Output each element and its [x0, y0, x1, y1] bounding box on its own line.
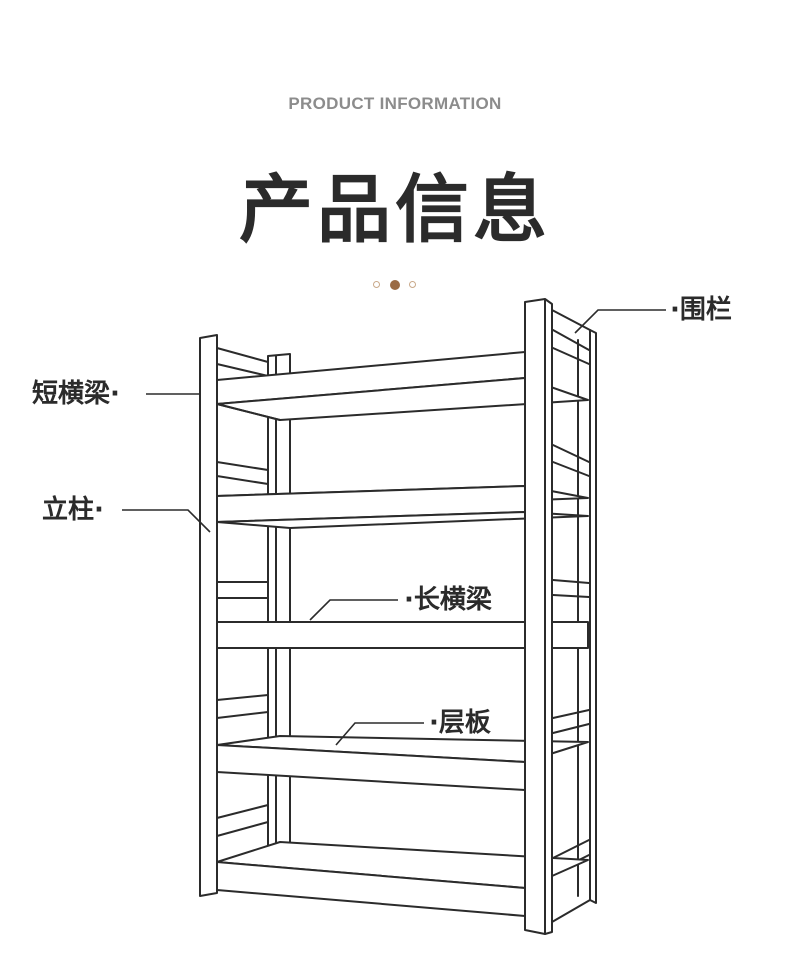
shelf-level-2: [216, 485, 589, 529]
leader-lines: [122, 309, 666, 746]
leader-guardrail: [574, 309, 666, 334]
leader-upright: [122, 509, 211, 533]
label-short-beam: 短横梁·: [32, 379, 120, 409]
label-upright: 立柱·: [42, 495, 104, 525]
label-shelf-board: ·层板: [429, 708, 491, 738]
leader-long-beam: [309, 599, 398, 621]
label-long-beam: ·长横梁: [404, 585, 492, 615]
guardrail-frame: [551, 309, 597, 923]
leader-shelf-board: [335, 722, 424, 746]
pager-dots: [372, 280, 418, 292]
label-guardrail: ·围栏: [670, 295, 732, 325]
pager-dot-1: [373, 281, 380, 288]
front-left-upright: [199, 334, 218, 897]
section-subtitle: PRODUCT INFORMATION: [288, 94, 502, 113]
pager-dot-2-active: [390, 280, 400, 290]
front-right-upright: [524, 298, 553, 935]
section-title: 产品信息: [239, 167, 551, 253]
pager-dot-3: [409, 281, 416, 288]
